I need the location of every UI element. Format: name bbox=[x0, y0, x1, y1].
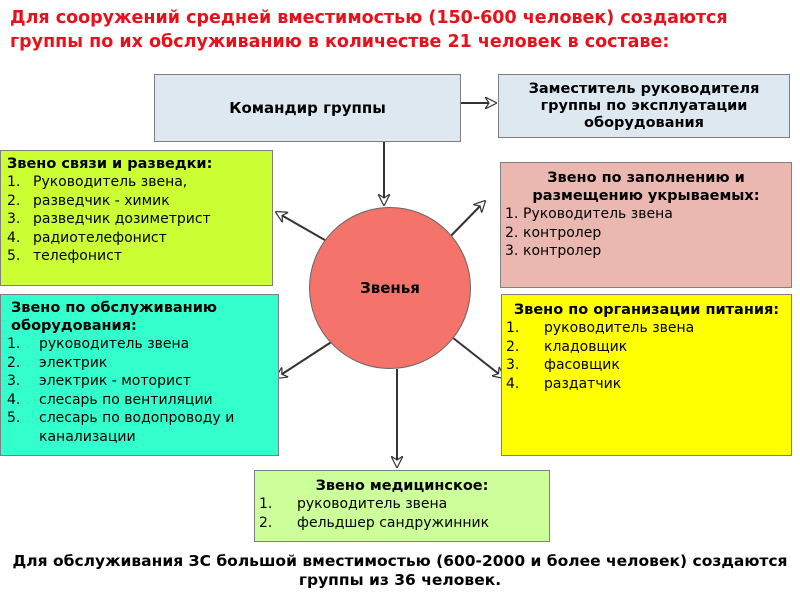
equipment-unit-title: Звено по обслуживанию оборудования: bbox=[11, 300, 217, 334]
list-item: 1.Руководитель звена, bbox=[7, 174, 188, 190]
list-item: 2.фельдшер сандружинник bbox=[259, 514, 490, 531]
units-circle-label: Звенья bbox=[360, 279, 420, 297]
arrow-center-to-food bbox=[447, 333, 504, 378]
communication-unit-box: Звено связи и разведки: 1.Руководитель з… bbox=[0, 150, 273, 286]
list-item: 1.руководитель звена bbox=[259, 496, 448, 512]
shelter-unit-list: 1.Руководитель звена 2.контролер 3.контр… bbox=[505, 205, 787, 261]
food-unit-title: Звено по организации питания: bbox=[513, 302, 780, 318]
list-item: 2.разведчик - химик bbox=[7, 192, 170, 209]
list-item: 4.раздатчик bbox=[506, 375, 622, 392]
arrow-center-to-communication bbox=[276, 212, 331, 244]
food-unit-list: 1.руководитель звена 2.кладовщик 3.фасов… bbox=[506, 319, 787, 393]
list-item: 5.телефонист bbox=[7, 248, 122, 264]
list-item: 3.разведчик дозиметрист bbox=[7, 211, 211, 227]
equipment-unit-box: Звено по обслуживанию оборудования: 1.ру… bbox=[0, 294, 279, 456]
arrow-center-to-equipment bbox=[276, 338, 337, 378]
list-item: 2.контролер bbox=[505, 224, 602, 241]
shelter-unit-title: Звено по заполнению и размещению укрывае… bbox=[532, 170, 760, 204]
deputy-box: Заместитель руководителя группы по экспл… bbox=[498, 74, 790, 138]
heading-text: Для сооружений средней вместимостью (150… bbox=[10, 8, 728, 52]
footer-text: Для обслуживания ЗС большой вместимостью… bbox=[12, 552, 788, 589]
medical-unit-box: Звено медицинское: 1.руководитель звена … bbox=[254, 470, 550, 542]
list-item: 1.Руководитель звена bbox=[505, 206, 673, 222]
list-item: 4.слесарь по вентиляции bbox=[7, 391, 213, 408]
list-item: 2.кладовщик bbox=[506, 338, 628, 355]
list-item: 3.электрик - моторист bbox=[7, 373, 191, 389]
list-item: 5.слесарь по водопроводу и канализации bbox=[7, 410, 235, 445]
food-unit-box: Звено по организации питания: 1.руководи… bbox=[501, 294, 792, 456]
list-item: 2.электрик bbox=[7, 354, 108, 371]
commander-box: Командир группы bbox=[154, 74, 461, 142]
list-item: 3.контролер bbox=[505, 243, 602, 259]
deputy-label: Заместитель руководителя группы по экспл… bbox=[528, 80, 760, 131]
list-item: 4.радиотелефонист bbox=[7, 229, 167, 246]
units-circle: Звенья bbox=[309, 207, 471, 369]
medical-unit-list: 1.руководитель звена 2.фельдшер сандружи… bbox=[259, 495, 545, 532]
shelter-unit-box: Звено по заполнению и размещению укрывае… bbox=[500, 162, 792, 288]
communication-unit-list: 1.Руководитель звена, 2.разведчик - хими… bbox=[7, 173, 268, 266]
list-item: 3.фасовщик bbox=[506, 357, 620, 373]
medical-unit-title: Звено медицинское: bbox=[315, 478, 489, 494]
list-item: 1.руководитель звена bbox=[7, 336, 190, 352]
equipment-unit-list: 1.руководитель звена 2.электрик 3.электр… bbox=[7, 335, 274, 446]
communication-unit-title: Звено связи и разведки: bbox=[7, 156, 213, 172]
list-item: 1.руководитель звена bbox=[506, 320, 695, 336]
commander-label: Командир группы bbox=[229, 99, 386, 117]
